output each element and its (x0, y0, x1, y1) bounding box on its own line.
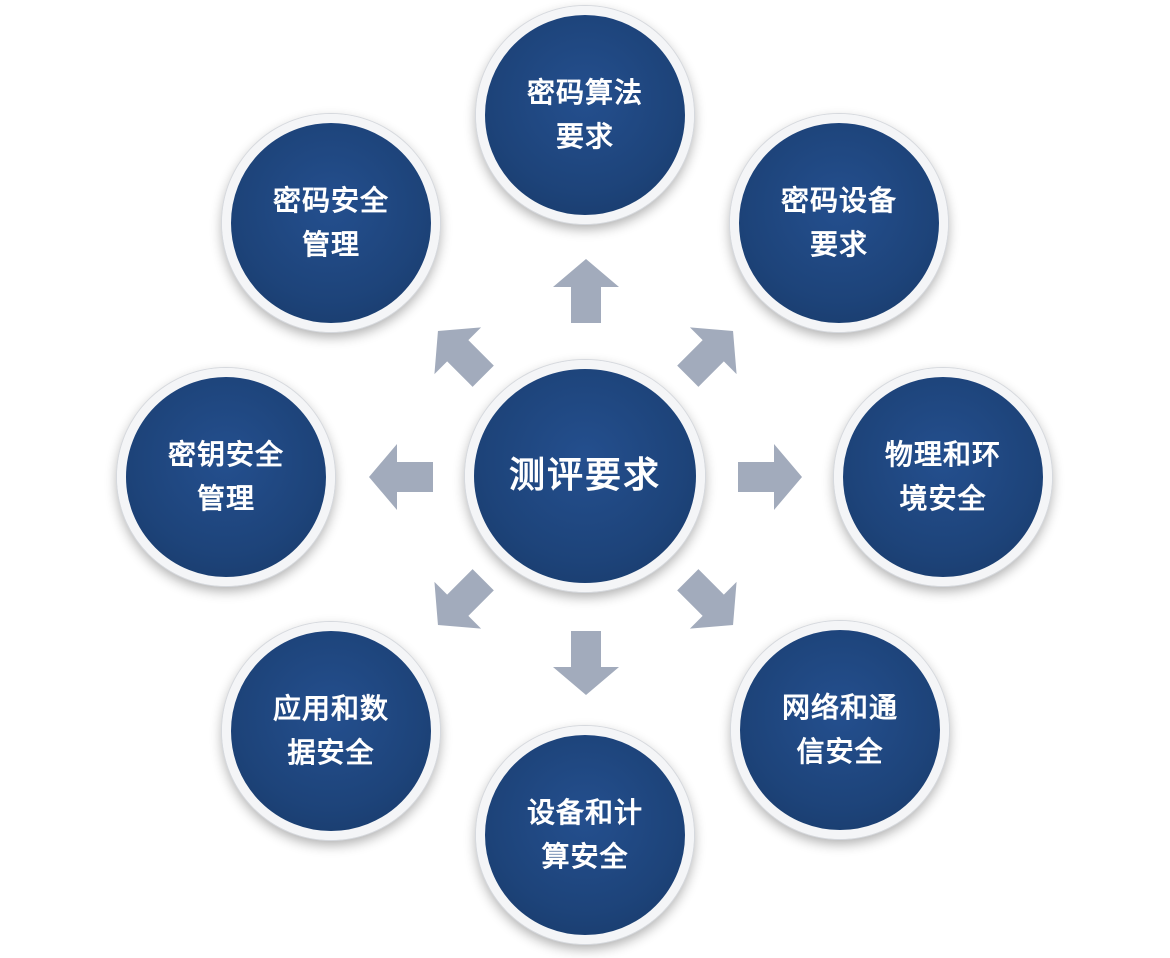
center-node: 测评要求 (465, 360, 705, 592)
node-bottom-right: 网络和通 信安全 (731, 621, 949, 839)
node-top-right-label-2: 要求 (809, 228, 868, 261)
arrow-up-icon (549, 256, 623, 330)
node-top-left: 密码安全 管理 (222, 114, 440, 332)
node-bottom-right-label-1: 网络和通 (781, 691, 898, 724)
node-top-left-label-2: 管理 (301, 228, 360, 261)
node-bottom-right-label-2: 信安全 (796, 735, 884, 768)
node-left-label-1: 密钥安全 (167, 438, 284, 471)
node-top-right: 密码设备 要求 (730, 114, 948, 332)
node-top-left-label-1: 密码安全 (272, 184, 389, 217)
node-top: 密码算法 要求 (476, 6, 694, 224)
node-right-label-1: 物理和环 (884, 438, 1001, 471)
arrow-left-icon (366, 440, 440, 514)
node-right-label-2: 境安全 (899, 482, 987, 515)
node-right: 物理和环 境安全 (834, 368, 1052, 586)
node-bottom-label-2: 算安全 (541, 840, 629, 873)
node-bottom-left: 应用和数 据安全 (222, 622, 440, 840)
arrow-down-icon (549, 624, 623, 698)
node-bottom-left-label-2: 据安全 (287, 736, 375, 769)
node-bottom: 设备和计 算安全 (476, 726, 694, 944)
node-bottom-left-label-1: 应用和数 (272, 692, 389, 725)
node-left-label-2: 管理 (196, 482, 255, 515)
arrow-down-left-icon (425, 564, 499, 638)
node-left: 密钥安全 管理 (117, 368, 335, 586)
arrow-up-left-icon (425, 318, 499, 392)
node-top-label-2: 要求 (555, 120, 614, 153)
arrow-up-right-icon (672, 318, 746, 392)
node-top-label-1: 密码算法 (526, 76, 643, 109)
node-bottom-label-1: 设备和计 (526, 796, 643, 829)
center-node-label: 测评要求 (508, 455, 661, 496)
arrow-down-right-icon (672, 564, 746, 638)
node-top-right-label-1: 密码设备 (780, 184, 897, 217)
arrow-right-icon (731, 440, 805, 514)
